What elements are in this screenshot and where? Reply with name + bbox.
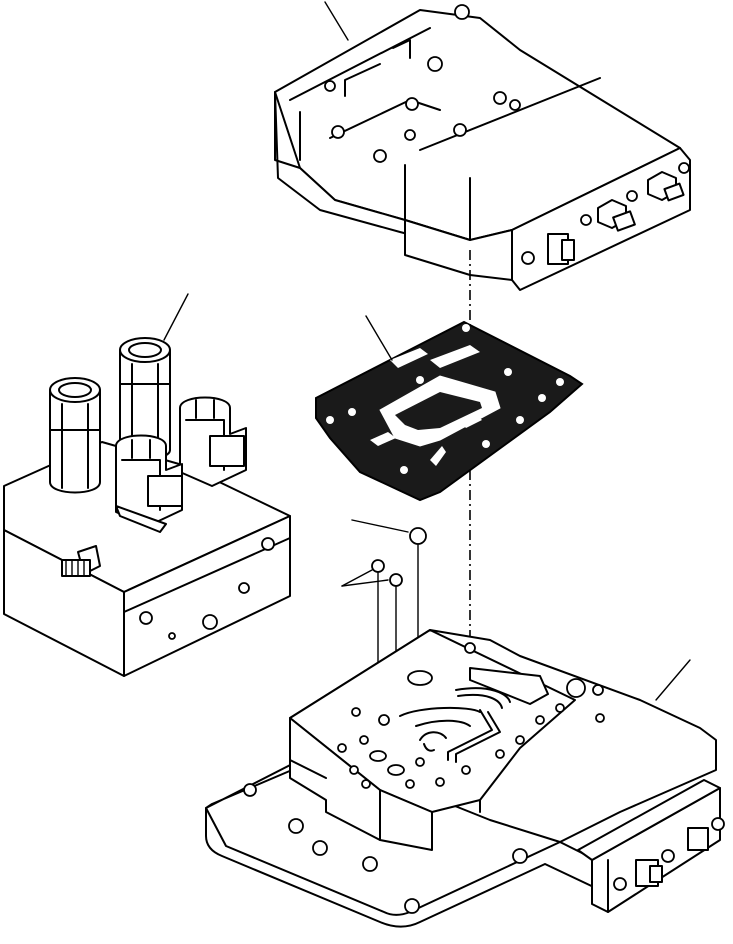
upper-body-fittings [521,162,690,265]
leader-line-ball-small-b [341,579,389,587]
leader-line-valve-block [163,293,189,341]
lower-body-passages [399,687,511,763]
solenoid-coil-1 [179,396,247,487]
valve-cartridge-1 [49,377,101,494]
gasket [315,320,584,502]
leader-line-lower-body [655,659,691,701]
leader-line-ball-large [351,519,409,533]
leader-line-gasket [365,315,393,361]
side-port-fitting [61,545,101,577]
valve-cartridge-2 [119,337,171,460]
upper-valve-body [274,4,691,291]
base-plate-bolt-holes [243,783,528,914]
solenoid-coil-2 [115,434,183,533]
lower-valve-body [205,629,725,928]
upper-body-bolt-holes [324,4,521,163]
leader-line-ball-small-a [341,569,373,587]
leader-line-upper-body [324,1,349,41]
lower-body-holes [337,642,605,789]
lower-body-fittings [613,817,725,891]
solenoid-valve-block [3,337,291,677]
